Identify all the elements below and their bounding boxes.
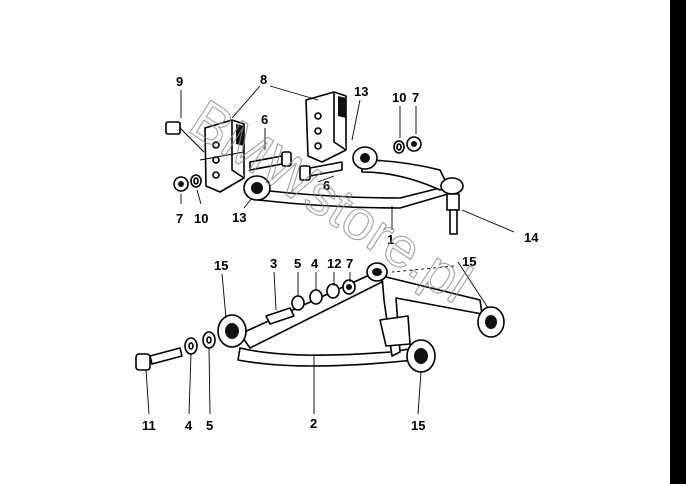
- upper-left-bracket: [199, 119, 245, 193]
- callout-14: 14: [524, 230, 539, 245]
- callout-4-upper: 4: [311, 256, 319, 271]
- leader-lines: [145, 85, 515, 415]
- upper-right-nut-washer: [393, 136, 422, 154]
- callout-15-right: 15: [462, 254, 476, 269]
- callout-8: 8: [260, 72, 267, 87]
- lower-pin-and-washers: [265, 279, 356, 325]
- upper-left-bolt: [165, 121, 205, 153]
- upper-wishbone: [243, 146, 464, 235]
- callout-7-lower: 7: [346, 256, 353, 271]
- callout-13-upper: 13: [354, 84, 368, 99]
- upper-bolt-6b: [299, 161, 343, 181]
- callout-15-bottom: 15: [411, 418, 425, 433]
- callout-1: 1: [387, 232, 394, 247]
- callout-4-lower: 4: [185, 418, 193, 433]
- callout-9: 9: [176, 74, 183, 89]
- callout-15-left: 15: [214, 258, 228, 273]
- callout-13-left: 13: [232, 210, 246, 225]
- callout-2: 2: [310, 416, 317, 431]
- page-edge-bar: [670, 0, 686, 484]
- callout-12: 12: [327, 256, 341, 271]
- callout-10-upper: 10: [392, 90, 406, 105]
- callout-6-mid: 6: [323, 178, 330, 193]
- callout-11: 11: [142, 418, 156, 433]
- callout-5-lower: 5: [206, 418, 213, 433]
- callout-7-left: 7: [176, 211, 183, 226]
- lower-bolt-and-washers: [135, 331, 216, 371]
- upper-left-nut-washer: [173, 174, 202, 192]
- upper-bolt-6a: [249, 151, 292, 171]
- callout-6-upper: 6: [261, 112, 268, 127]
- upper-right-bracket: [305, 91, 347, 163]
- callout-labels: 9 8 13 10 7 6 7 10 13 6 1 14 15 3 5 4 12…: [142, 72, 539, 433]
- callout-7-upper: 7: [412, 90, 419, 105]
- callout-3: 3: [270, 256, 277, 271]
- callout-10-left: 10: [194, 211, 208, 226]
- callout-5-upper: 5: [294, 256, 301, 271]
